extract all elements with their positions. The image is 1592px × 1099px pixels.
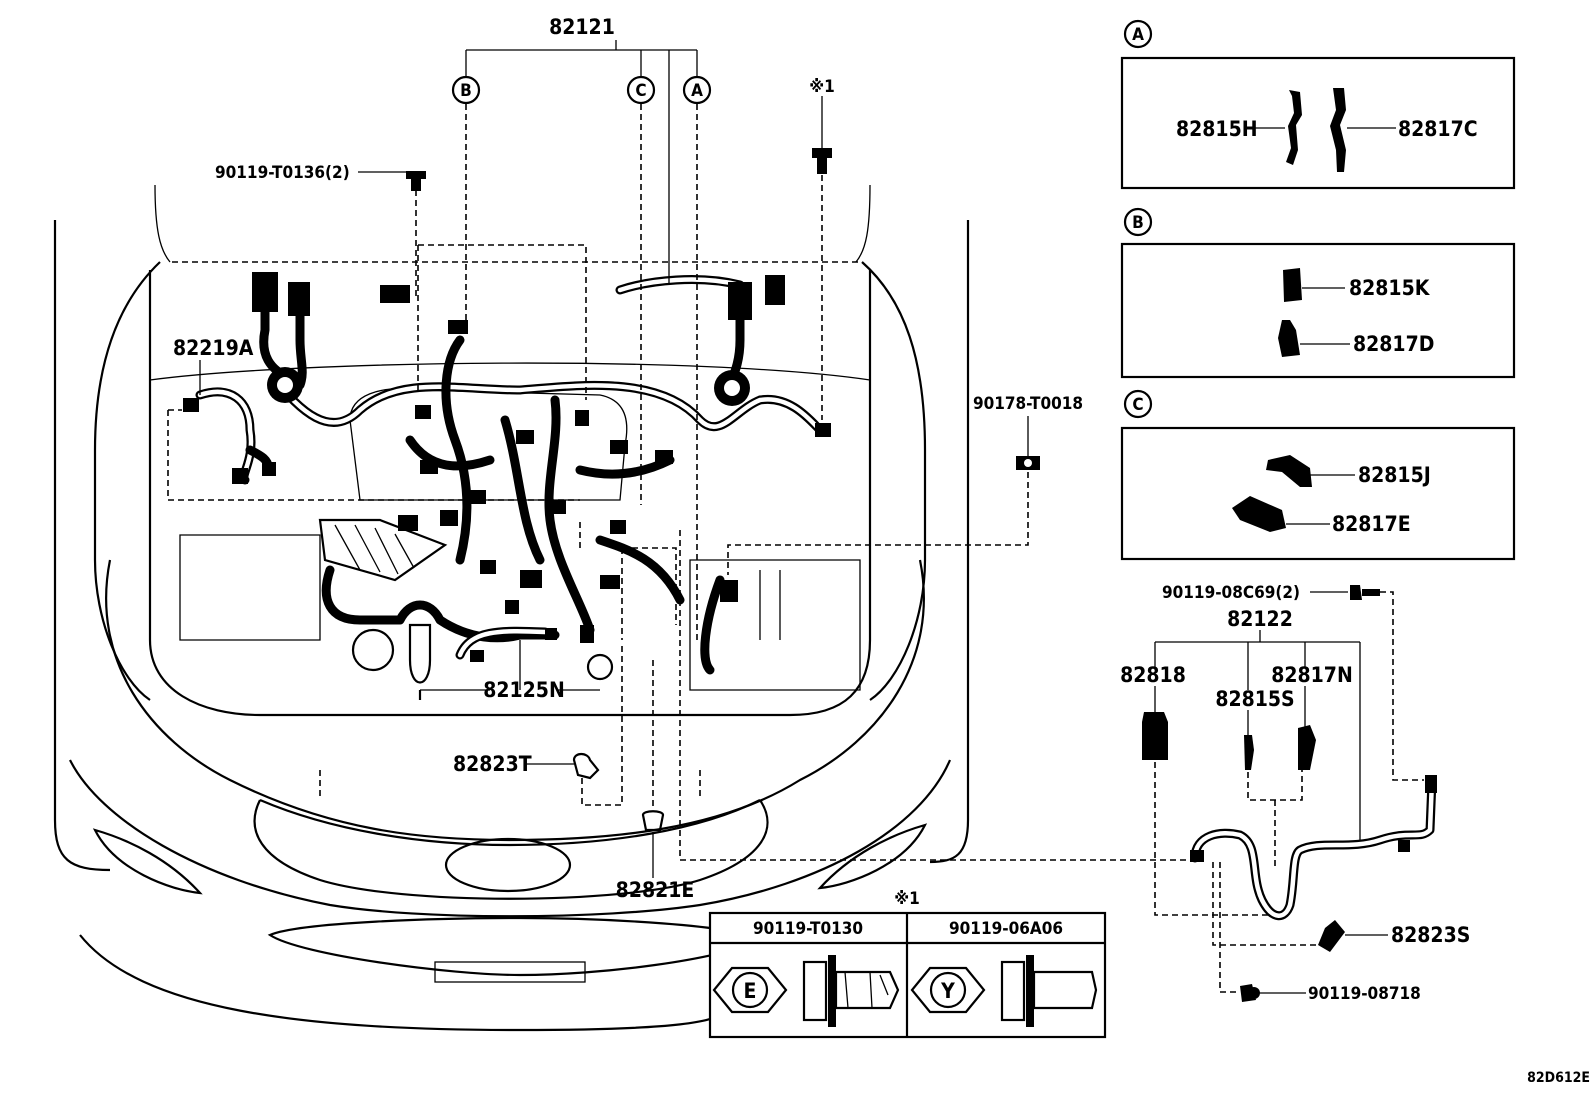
label-82219a: 82219A: [173, 336, 254, 360]
bolt-y-head: Y: [910, 966, 986, 1014]
bolt-e-head-letter: E: [744, 979, 757, 1003]
bolt-e-head: E: [712, 966, 788, 1014]
engine-components: [179, 388, 861, 700]
label-82815s: 82815S: [1215, 687, 1294, 711]
inset-b-title: B: [1132, 213, 1144, 233]
bolt-y-head-letter: Y: [940, 979, 955, 1003]
harness-82219a: [183, 387, 276, 485]
inset-a: A 82815H 82817C: [1120, 19, 1516, 190]
inset-a-right-label: 82817C: [1398, 117, 1478, 141]
inset-b-bottom-label: 82817D: [1353, 332, 1434, 356]
label-82821e: 82821E: [616, 878, 695, 902]
diagram-code: 82D612E: [1527, 1070, 1590, 1086]
inset-a-title: A: [1132, 25, 1144, 45]
label-82122: 82122: [1227, 607, 1293, 631]
label-bolt-90119-08c69: 90119-08C69(2): [1162, 583, 1300, 603]
bolt-y-side: [1000, 955, 1098, 1027]
battery-harness: 90119-08C69(2) 82122 82818 82815S 82817N…: [1120, 583, 1470, 1004]
inset-c-title: C: [1132, 395, 1143, 415]
vehicle-outline: [53, 184, 970, 1032]
circle-a-text: A: [691, 81, 703, 101]
label-82823s: 82823S: [1391, 923, 1470, 947]
label-82817n: 82817N: [1271, 663, 1353, 687]
inset-a-left-label: 82815H: [1176, 117, 1258, 141]
label-82823t: 82823T: [453, 752, 532, 776]
inset-b-top-label: 82815K: [1349, 276, 1431, 300]
circle-marker-c: C: [626, 75, 656, 105]
bolt-table: ※1 90119-T0130 90119-06A06 E Y: [708, 889, 1107, 1039]
inset-c-top-label: 82815J: [1358, 463, 1431, 487]
label-bolt-90119-08718: 90119-08718: [1308, 984, 1421, 1004]
label-mark1-top: ※1: [809, 77, 835, 97]
main-leader-lines: [167, 40, 1195, 861]
circle-marker-b: B: [451, 75, 481, 105]
inset-b: B 82815K 82817D: [1120, 207, 1516, 379]
engine-room-wire-harness: [252, 272, 831, 675]
inset-c-bottom-label: 82817E: [1332, 512, 1411, 536]
main-small-parts: [406, 148, 1040, 832]
inset-c: C 82815J 82817E: [1120, 389, 1516, 561]
bolt-table-col1: 90119-T0130: [753, 919, 863, 939]
harness-82125n: [455, 626, 557, 662]
bolt-e-side: [802, 955, 900, 1027]
bolt-table-mark: ※1: [894, 889, 920, 909]
main-labels: 82121 B C A 90119-T0136(2) ※1 82219A 901…: [173, 15, 1083, 902]
label-82818: 82818: [1120, 663, 1186, 687]
label-90178-t0018: 90178-T0018: [973, 394, 1083, 414]
circle-c-text: C: [635, 81, 646, 101]
label-82125n: 82125N: [483, 678, 565, 702]
label-90119-t0136: 90119-T0136(2): [215, 163, 350, 183]
circle-marker-a: A: [682, 75, 712, 105]
bolt-table-col2: 90119-06A06: [949, 919, 1063, 939]
label-82121: 82121: [549, 15, 615, 39]
circle-b-text: B: [460, 81, 472, 101]
